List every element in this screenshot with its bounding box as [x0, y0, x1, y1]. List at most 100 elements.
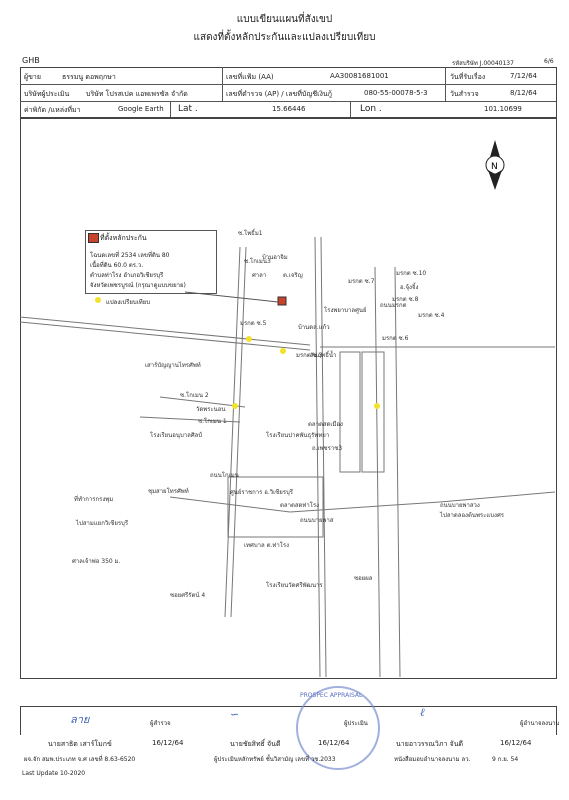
map-label-22: ถ.เพชราช3 [312, 445, 343, 452]
compare-point-1 [246, 336, 252, 342]
page-number: 6/6 [544, 58, 554, 65]
map-label-32: ซอยผล [354, 575, 373, 582]
lat-label: Lat . [178, 104, 198, 114]
legend-line3: ตำบลท่าโรง อำเภอวิเชียรบุรี [90, 272, 164, 279]
lon-label: Lon . [360, 104, 382, 114]
map-label-30: ศาลเจ้าพ่อ 350 ม. [72, 558, 121, 565]
map-label-23: ที่ทำการกรงพุม [74, 496, 114, 503]
map-label-3: ศาลา [252, 272, 267, 279]
sig1-date: 16/12/64 [152, 739, 184, 747]
page-subtitle: แสดงที่ตั้งหลักประกันและแปลงเปรียบเทียบ [193, 32, 376, 43]
legend-line2: เนื้อที่ดิน 60.0 ตร.ว. [90, 262, 144, 269]
compare-marker-icon [95, 297, 101, 303]
collateral-marker-icon [88, 233, 99, 243]
map-label-27: ถนนบายพาส [300, 517, 334, 524]
last-update: Last Update 10-2020 [22, 770, 86, 777]
map-label-21: โรงเรียนปาคพันธุรัพทยา [266, 432, 330, 439]
map-label-25: ศูนย์ราชการ อ.วิเชียรบุรี [230, 489, 293, 496]
map-label-36: มรกต ซ.4 [418, 312, 445, 319]
legend-compare: แปลงเปรียบเทียบ [106, 299, 151, 306]
sig3-role: ผู้อำนาจลงนาม [520, 720, 560, 727]
map-label-13: บ้านดล.แก้ว [298, 324, 330, 331]
north-arrow-icon: N [485, 140, 505, 190]
lon-value: 101.10699 [484, 105, 522, 113]
map-label-10: มรกต ซ.5 [240, 320, 267, 327]
map-label-17: วัดพระนอน [196, 406, 226, 413]
map-label-15: เสาร์บัญญานไทรศัพท์ [145, 362, 201, 369]
owner-label: ผู้ขาย [24, 73, 41, 81]
stamp-text: PROSPEC APPRAISAL [300, 692, 363, 699]
company-stamp [296, 686, 380, 770]
company-label: บริษัทผู้ประเมิน [24, 90, 70, 98]
sig1-license: ผจ.จัก สมพ.ประเภท จ.ศ เลขที่ 8.63-6520 [24, 756, 136, 763]
map-label-1: ซ.โกเมน3 [244, 258, 271, 265]
form-code: รหัสบริษัท J.00040137 [452, 60, 514, 67]
map-label-18: ซ.โกเมน 1 [198, 418, 227, 425]
map-label-0: ซ.โพธิ์ม1 [238, 230, 263, 237]
compare-point-2 [280, 348, 286, 354]
signature-2: ∽ [230, 708, 240, 721]
map-label-5: มรกต ซ.10 [396, 270, 427, 277]
signature-3: ℓ [420, 706, 425, 719]
svg-text:N: N [491, 162, 498, 172]
map-label-14: สัมฤทธิ์น้ำ [310, 352, 337, 359]
map-label-2: บ้านอาจิม [262, 254, 288, 261]
map-label-29: เทศบาล ต.ท่าโรง [244, 542, 290, 549]
sig2-role: ผู้ประเมิน [344, 720, 368, 727]
map-frame [20, 117, 557, 679]
sig3-name: นายอาวรรณวิภา จันดี [396, 740, 464, 748]
signature-block [20, 706, 557, 735]
signature-1: ลาย [70, 713, 90, 726]
owner-value: ธรรมนู ดอพฤกษา [62, 73, 116, 81]
sig3-license: หนังสือมอบอำนาจลงนาม ลว. [394, 756, 471, 763]
sig1-name: นายสาธิต เสาร์โมกข์ [48, 740, 112, 748]
loc-source: Google Earth [118, 105, 164, 113]
legend-title: ที่ตั้งหลักประกัน [100, 234, 147, 242]
ap-label: เลขที่ตำรวจ (AP) / เลขที่บัญชีเงินกู้ [226, 90, 332, 98]
map-label-31: ซอยศรีรัตน์ 4 [170, 592, 206, 599]
sig3-extra: 9 ก.ย. 54 [492, 756, 519, 763]
sig2-name: นายชัยสิทธิ์ จันดี [230, 740, 281, 748]
received-value: 7/12/64 [510, 72, 537, 80]
map-label-12: โรงพยาบาลศูนย์ [324, 307, 367, 314]
lat-value: 15.66446 [272, 105, 306, 113]
ghb-label: GHB [22, 56, 40, 65]
map-label-6: อ.จุ้งจิ้ง [400, 284, 419, 291]
map-label-37: ถนนโกเมน [210, 472, 239, 479]
map-label-28: ไปสามแยกวิเชียรบุรี [76, 520, 129, 527]
map-label-11: มรกต ซ.3 [296, 352, 323, 359]
compare-point-3 [232, 403, 238, 409]
loc-label: ค่าพิกัด /แหล่งที่มา [24, 106, 81, 114]
sig2-date: 16/12/64 [318, 739, 350, 747]
legend-line1: โฉนดเลขที่ 2534 เลขที่ดิน 80 [90, 252, 170, 259]
sig3-date: 16/12/64 [500, 739, 532, 747]
legend-box [85, 230, 217, 294]
page-title: แบบเขียนแผนที่สังเขป [236, 14, 333, 25]
sig2-license: ผู้ประเมินหลักทรัพย์ ชั้นวิสามัญ เลขที่ … [214, 756, 336, 763]
map-label-33: โรงเรียนวัดศรีพัฒนาร [266, 582, 323, 589]
company-value: บริษัท โปรสเปค แอพเพรซัล จำกัด [86, 90, 188, 98]
file-label: เลขที่แฟ้ม (AA) [226, 73, 274, 81]
map-label-26: ตลาดสดท่าโรง [280, 502, 320, 509]
map-label-35: ไปลาดลองต้นพระแบงศร [440, 512, 505, 519]
map-label-7: มรกต ซ.7 [348, 278, 375, 285]
map-label-16: ซ.โกเมน 2 [180, 392, 209, 399]
map-label-4: ต.เจริญ [283, 272, 303, 279]
map-label-24: ชุมสายโทรศัพท์ [148, 488, 189, 495]
survey-value: 8/12/64 [510, 89, 537, 97]
map-label-38: ถนนมรกต [380, 302, 407, 309]
legend-line4: จังหวัดเพชรบูรณ์ (กรุณาดูแบบขยาย) [90, 282, 186, 289]
ap-value: 080-55-00078-5-3 [364, 89, 428, 97]
received-label: วันที่รับเรื่อง [450, 73, 486, 81]
map-label-34: ถนนบายพาสวง [440, 502, 480, 509]
map-label-8: มรกต ซ.8 [392, 296, 419, 303]
header-table [20, 67, 557, 119]
road-network [20, 236, 555, 677]
compare-point-4 [374, 403, 380, 409]
survey-label: วันสำรวจ [450, 90, 479, 98]
map-label-19: โรงเรียนอนุบาลศิลป์ [150, 432, 203, 439]
sig1-role: ผู้สำรวจ [150, 720, 171, 727]
map-label-20: ตลาดสดเมือง [308, 421, 343, 428]
file-value: AA30081681001 [330, 72, 389, 80]
map-label-9: มรกต ซ.6 [382, 335, 409, 342]
